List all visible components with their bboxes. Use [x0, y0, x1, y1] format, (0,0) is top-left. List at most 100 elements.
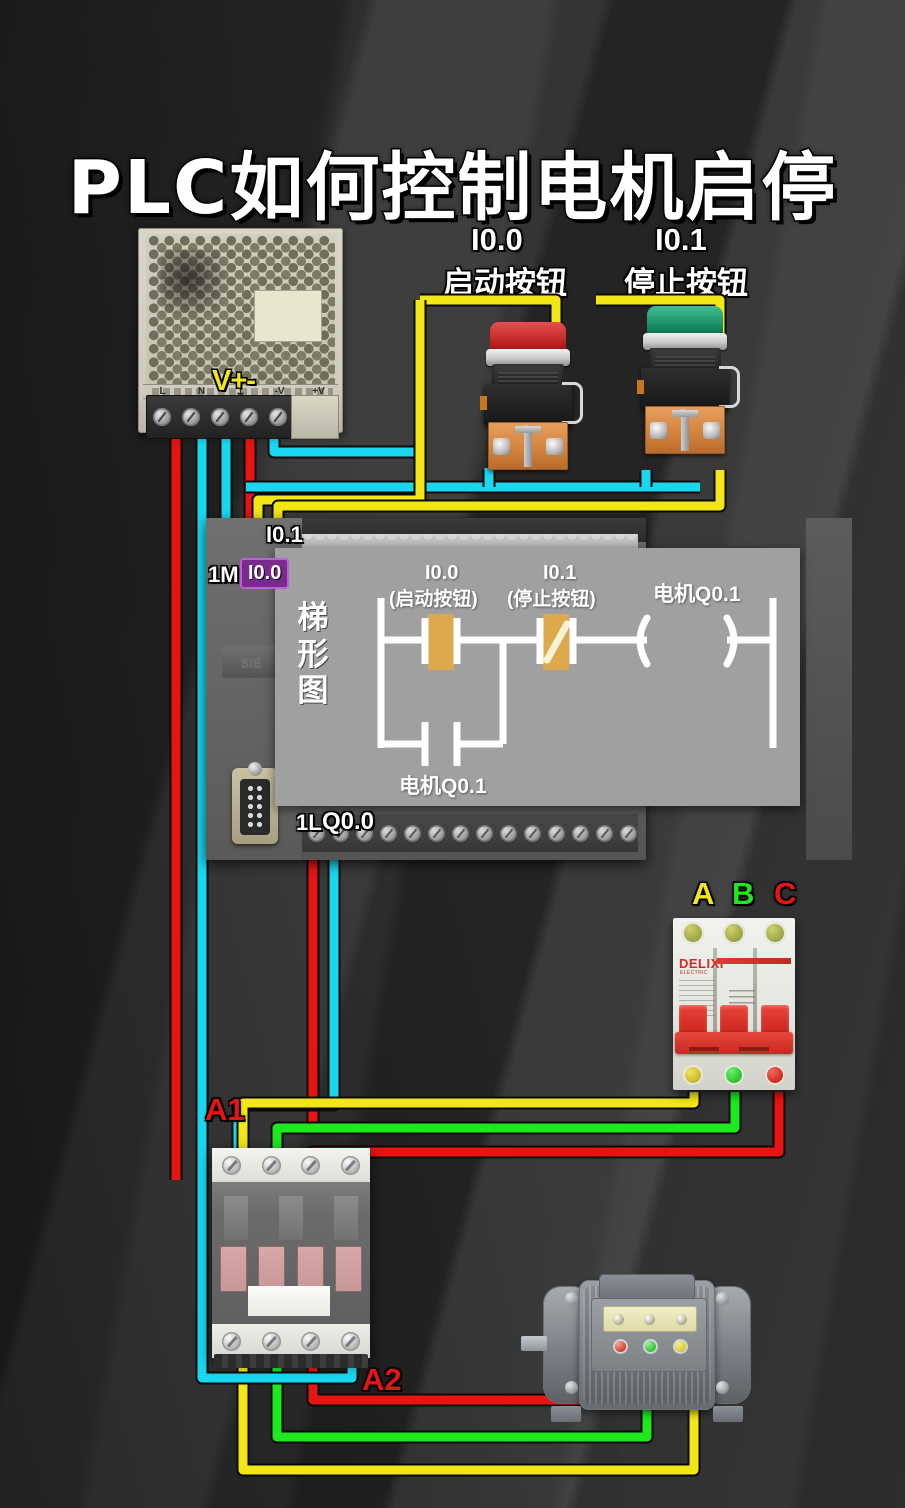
breaker-handle-c[interactable] — [760, 1005, 789, 1035]
breaker-handle-b[interactable] — [719, 1005, 748, 1035]
switching-power-supply[interactable]: L N ⏚ -V +V — [138, 228, 343, 439]
contactor-top-screw-3[interactable] — [301, 1155, 321, 1175]
plc-dsub9-connector[interactable] — [232, 762, 278, 844]
motor-terminal-green[interactable] — [642, 1338, 658, 1354]
breaker-handle-a[interactable] — [679, 1005, 708, 1035]
plc-output-screw-9[interactable] — [500, 824, 517, 842]
psu-screw-1[interactable] — [152, 408, 171, 426]
coil-a2-label: A2 — [362, 1362, 402, 1397]
phase-a-label: A — [692, 876, 715, 911]
stop-terminal-bridge — [672, 409, 698, 451]
stop-terminal-screw-left[interactable] — [650, 422, 667, 439]
breaker-pole-sep-1 — [713, 948, 717, 1044]
breaker-bottom-terminal-a[interactable] — [683, 1065, 704, 1085]
contactor-top-screw-1[interactable] — [222, 1155, 242, 1175]
contactor-bottom-terminals[interactable] — [212, 1324, 370, 1358]
plc-output-screw-3[interactable] — [356, 824, 373, 842]
motor-plate-screw-3[interactable] — [675, 1313, 687, 1325]
psu-screw-2[interactable] — [181, 408, 200, 426]
breaker-top-terminal-c[interactable] — [763, 922, 786, 944]
psu-terminal-earth: ⏚ — [235, 388, 246, 399]
contactor-bottom-screw-2[interactable] — [261, 1331, 281, 1351]
start-button-housing — [484, 384, 572, 426]
stop-button-clip — [719, 366, 740, 408]
three-phase-motor[interactable] — [521, 1274, 751, 1422]
phase-b-label: B — [732, 876, 755, 911]
start-pushbutton[interactable] — [478, 322, 583, 472]
plc-output-terminal-strip[interactable] — [302, 814, 638, 852]
stop-button-housing — [641, 368, 729, 410]
plc-output-screw-6[interactable] — [428, 824, 445, 842]
psu-terminal-l: L — [159, 386, 166, 397]
psu-spec-label — [254, 290, 322, 342]
psu-terminal-block[interactable] — [146, 395, 294, 439]
plc-output-screw-13[interactable] — [596, 824, 613, 842]
breaker-bottom-terminals[interactable] — [673, 1060, 795, 1090]
motor-phase-terminals[interactable] — [605, 1338, 695, 1354]
stop-pushbutton[interactable] — [635, 306, 740, 456]
plc-input0-label: I0.0 — [248, 562, 282, 584]
plc-output-screw-1[interactable] — [308, 824, 325, 842]
start-terminal-screw-left[interactable] — [493, 438, 510, 455]
contactor-top-screw-4[interactable] — [340, 1155, 360, 1175]
psu-screw-5[interactable] — [269, 408, 288, 426]
start-button-tab — [480, 396, 487, 410]
motor-foot-right — [713, 1406, 743, 1422]
circuit-breaker[interactable]: DELIXI ELECTRIC — [673, 918, 795, 1090]
plc-output-screw-12[interactable] — [572, 824, 589, 842]
ladder-panel-title: 梯形图 — [297, 600, 329, 709]
contactor-bottom-screw-3[interactable] — [301, 1331, 321, 1351]
start-button-terminal-block[interactable] — [488, 422, 568, 470]
psu-terminal-n: N — [197, 386, 206, 397]
motor-shaft — [521, 1336, 547, 1351]
psu-fineprint — [152, 388, 333, 397]
plc-output-screw-4[interactable] — [380, 824, 397, 842]
motor-plate-screw-2[interactable] — [644, 1313, 656, 1325]
breaker-top-terminal-b[interactable] — [722, 922, 745, 944]
plc-output-screw-14[interactable] — [620, 824, 637, 842]
ladder-rung2-label: 电机Q0.1 — [399, 775, 487, 798]
motor-bolt-tl — [565, 1292, 578, 1305]
ladder-contact1-desc: (启动按钮) — [389, 589, 478, 610]
ladder-coil-label: 电机Q0.1 — [653, 583, 741, 606]
contactor-bottom-screw-1[interactable] — [222, 1331, 242, 1351]
plc-output-screw-8[interactable] — [476, 824, 493, 842]
psu-adjust-panel — [291, 395, 339, 439]
contactor-top-terminals[interactable] — [212, 1148, 370, 1182]
plc-brand-emboss: SIE — [222, 646, 280, 678]
start-terminal-screw-right[interactable] — [546, 438, 563, 455]
contactor-pillars — [224, 1196, 358, 1240]
breaker-bottom-terminal-b[interactable] — [723, 1065, 744, 1085]
ac-contactor[interactable] — [212, 1148, 370, 1368]
breaker-top-terminal-a[interactable] — [682, 922, 705, 944]
stop-button-bezel — [643, 333, 727, 350]
dsub-screw[interactable] — [248, 762, 262, 776]
psu-terminal-vneg: -V — [274, 386, 285, 397]
plc-output-screw-2[interactable] — [332, 824, 349, 842]
breaker-toggle-handles[interactable] — [673, 1004, 795, 1036]
breaker-bottom-terminal-c[interactable] — [764, 1065, 785, 1085]
plc-output-screw-10[interactable] — [524, 824, 541, 842]
motor-terminal-yellow[interactable] — [672, 1338, 688, 1354]
start-button-code-label: I0.0 — [471, 222, 523, 257]
stop-button-tab — [637, 380, 644, 394]
plc-output0-label: Q0.0 — [322, 808, 375, 835]
motor-plate-screw-1[interactable] — [613, 1313, 625, 1325]
psu-screw-3[interactable] — [210, 408, 229, 426]
plc-input0-highlight: I0.0 — [240, 558, 290, 589]
contactor-contact-4 — [334, 1246, 362, 1292]
contactor-top-screw-2[interactable] — [261, 1155, 281, 1175]
plc-output-screw-5[interactable] — [404, 824, 421, 842]
plc-input-common-label: 1M — [208, 562, 239, 587]
psu-screw-4[interactable] — [240, 408, 259, 426]
contactor-bottom-screw-4[interactable] — [340, 1331, 360, 1351]
breaker-brand-sub: ELECTRIC — [680, 970, 708, 976]
stop-button-terminal-block[interactable] — [645, 406, 725, 454]
ladder-diagram-panel: 梯形图 I0.0 (启动按钮) I0.1 (停止按钮) 电机Q0.1 电机Q0.… — [275, 548, 800, 806]
plc-output-screw-7[interactable] — [452, 824, 469, 842]
stop-terminal-screw-right[interactable] — [703, 422, 720, 439]
breaker-tie-bar[interactable] — [675, 1032, 793, 1054]
plc-output-screw-11[interactable] — [548, 824, 565, 842]
motor-terminal-red[interactable] — [612, 1338, 628, 1354]
breaker-top-terminals[interactable] — [673, 918, 795, 948]
